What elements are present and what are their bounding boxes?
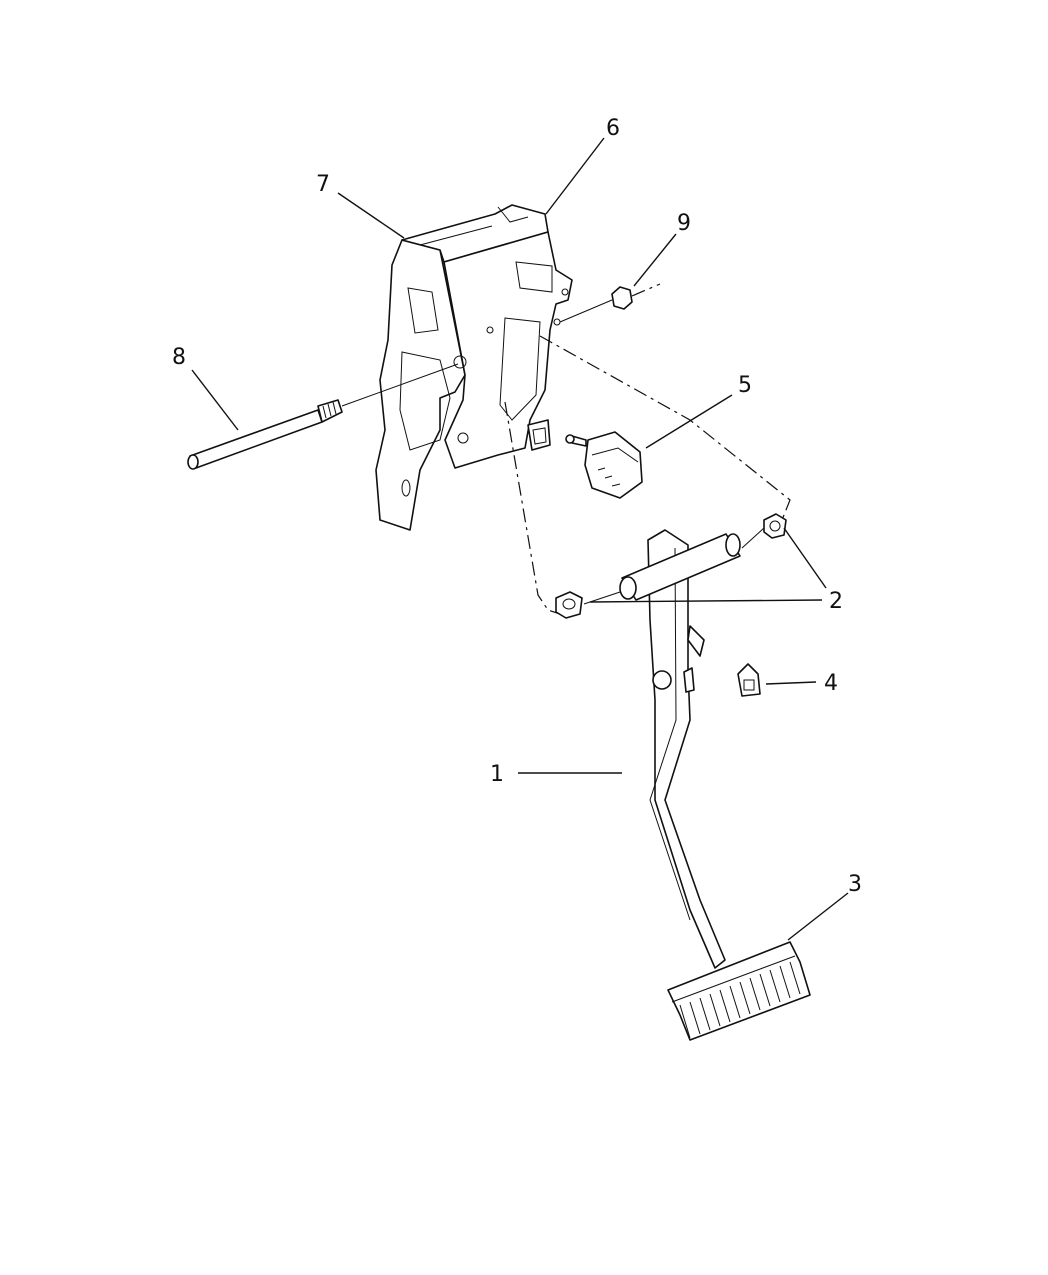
callout-6: 6 (606, 116, 620, 141)
callout-9: 9 (677, 211, 691, 236)
callout-4: 4 (824, 671, 838, 696)
pedal-bushing-right (763, 513, 787, 539)
nut (559, 283, 661, 323)
pivot-bolt (187, 363, 459, 470)
assembly-line-left (504, 401, 561, 615)
callout-8: 8 (172, 345, 186, 370)
pedal-bushing-left (555, 591, 583, 619)
support-bracket-left-plate (375, 239, 466, 531)
pedal-bracket-assembly (375, 204, 573, 531)
callout-leaders (191, 137, 849, 941)
callout-1: 1 (490, 762, 504, 787)
bracket-top-cap (401, 204, 549, 263)
pedal-pad (667, 941, 811, 1041)
callout-2a: 2 (829, 589, 843, 614)
stop-lamp-switch (565, 431, 643, 499)
retainer-clip (737, 663, 761, 697)
callout-7: 7 (316, 172, 330, 197)
assembly-line-right (539, 335, 791, 521)
callout-3: 3 (848, 872, 862, 897)
brake-pedal-arm (583, 527, 765, 969)
callout-5: 5 (738, 373, 752, 398)
